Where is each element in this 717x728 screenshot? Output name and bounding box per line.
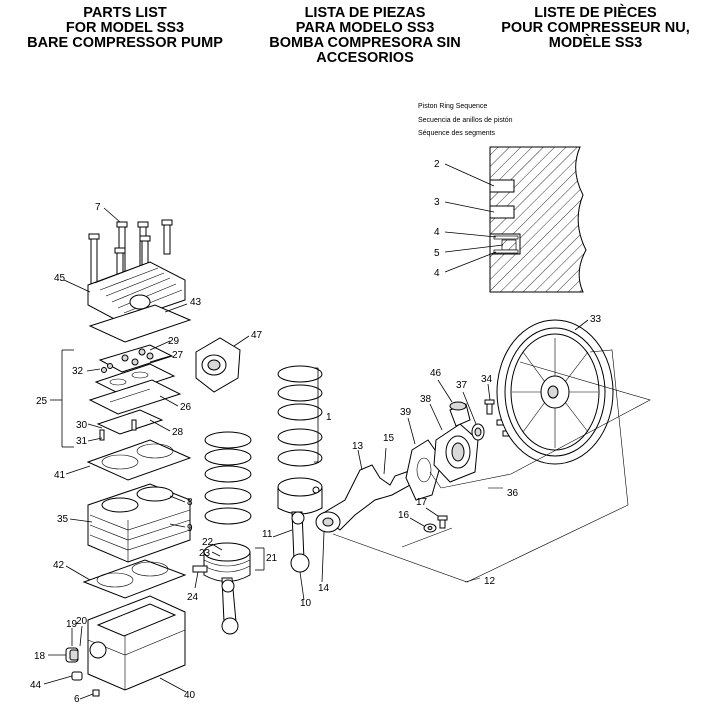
label-38: 38 (420, 394, 432, 405)
cylinder-wall-section (489, 146, 587, 293)
breather-cap-47 (195, 335, 250, 393)
flywheel (496, 319, 614, 465)
label-16: 16 (398, 510, 410, 521)
part-labels: 7 45 43 29 27 32 25 26 30 28 31 41 8 35 … (30, 202, 602, 705)
ring-label-5: 5 (434, 248, 440, 259)
label-46: 46 (430, 368, 442, 379)
label-36: 36 (507, 488, 519, 499)
ring-seq-line-fr: Séquence des segments (418, 130, 496, 137)
label-30: 30 (76, 420, 88, 431)
title-es-line-4: ACCESORIOS (316, 50, 414, 66)
title-french: LISTE DE PIÈCES POUR COMPRESSEUR NU, MOD… (478, 6, 713, 51)
title-es-line-2: PARA MODELO SS3 (295, 20, 435, 36)
title-en-line-2: FOR MODEL SS3 (65, 20, 185, 36)
label-47: 47 (251, 330, 263, 341)
ring-groove-3 (489, 205, 515, 219)
label-21: 21 (266, 553, 278, 564)
title-en-line-3: BARE COMPRESSOR PUMP (27, 35, 223, 51)
label-27: 27 (172, 350, 184, 361)
title-es-line-1: LISTA DE PIEZAS (304, 5, 426, 21)
label-24: 24 (187, 592, 199, 603)
title-en-line-1: PARTS LIST (83, 5, 167, 21)
label-45: 45 (54, 273, 66, 284)
label-6: 6 (74, 694, 80, 705)
cylinder-block (69, 483, 191, 563)
ring-4-top (493, 235, 519, 240)
label-37: 37 (456, 380, 468, 391)
ring-label-2: 2 (434, 159, 440, 170)
valve-assembly (50, 340, 182, 448)
title-fr-line-3: MODÈLE SS3 (548, 35, 643, 51)
label-12: 12 (484, 576, 496, 587)
ring-5 (501, 239, 517, 251)
label-42: 42 (53, 560, 65, 571)
label-9: 9 (187, 523, 193, 534)
label-19: 19 (66, 619, 78, 630)
label-14: 14 (318, 583, 330, 594)
crankcase-gasket-42 (65, 559, 187, 599)
label-11: 11 (262, 529, 273, 540)
label-29: 29 (168, 336, 180, 347)
label-28: 28 (172, 427, 184, 438)
ring-4-bottom (493, 249, 519, 254)
label-1: 1 (326, 412, 332, 423)
label-31: 31 (76, 436, 88, 447)
label-7: 7 (95, 202, 101, 213)
bearing-carrier (405, 379, 485, 501)
ring-label-3: 3 (434, 197, 440, 208)
title-es-line-3: BOMBA COMPRESORA SIN (269, 35, 461, 51)
label-25: 25 (36, 396, 48, 407)
piston-right-assembly (272, 365, 323, 601)
crankshaft (315, 447, 413, 583)
sight-glass-and-plugs (43, 625, 100, 700)
head-gasket-43 (88, 304, 192, 343)
ring-seq-line-es: Secuencia de anillos de pistón (418, 117, 513, 124)
label-43: 43 (190, 297, 202, 308)
label-10: 10 (300, 598, 312, 609)
label-41: 41 (54, 470, 66, 481)
label-17: 17 (416, 497, 428, 508)
label-39: 39 (400, 407, 412, 418)
label-40: 40 (184, 690, 196, 701)
label-33: 33 (590, 314, 602, 325)
ring-label-4b: 4 (434, 268, 440, 279)
cylinder-gasket-41 (65, 439, 192, 481)
label-18: 18 (34, 651, 46, 662)
title-english: PARTS LIST FOR MODEL SS3 BARE COMPRESSOR… (20, 6, 230, 51)
label-32: 32 (72, 366, 84, 377)
group-outlines (332, 349, 651, 583)
ring-label-4a: 4 (434, 227, 440, 238)
label-26: 26 (180, 402, 192, 413)
label-15: 15 (383, 433, 395, 444)
label-22: 22 (202, 537, 214, 548)
label-44: 44 (30, 680, 42, 691)
title-fr-line-1: LISTE DE PIÈCES (534, 5, 657, 21)
label-8: 8 (187, 497, 193, 508)
head-bolts (88, 207, 173, 289)
label-34: 34 (481, 374, 493, 385)
title-fr-line-2: POUR COMPRESSEUR NU, (501, 20, 690, 36)
title-spanish: LISTA DE PIEZAS PARA MODELO SS3 BOMBA CO… (255, 6, 475, 66)
label-35: 35 (57, 514, 69, 525)
piston-left-assembly (192, 431, 265, 635)
piston-ring-sequence-inset: Piston Ring Sequence Secuencia de anillo… (418, 103, 587, 293)
label-13: 13 (352, 441, 364, 452)
ring-seq-line-en: Piston Ring Sequence (418, 103, 487, 110)
label-20: 20 (76, 616, 88, 627)
crankcase (87, 595, 187, 693)
label-23: 23 (199, 548, 211, 559)
ring-groove-2 (489, 179, 515, 193)
